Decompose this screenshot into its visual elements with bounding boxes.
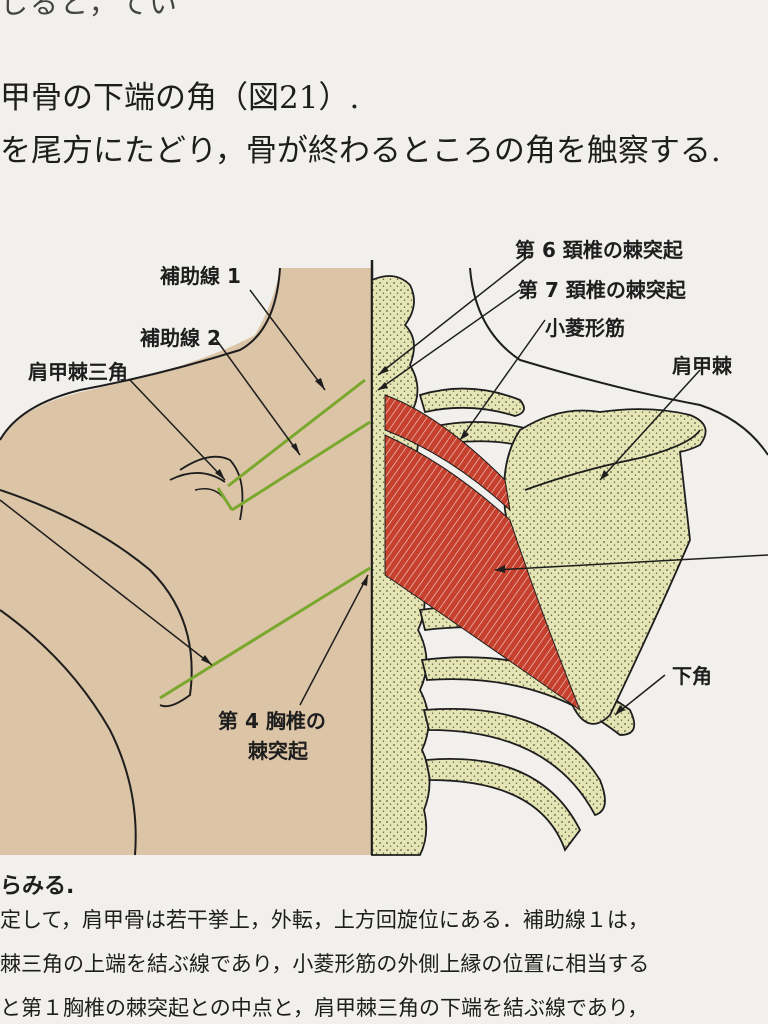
body-text-line-2: を尾方にたどり，骨が終わるところの角を触察する. [0, 133, 721, 169]
section-heading: らみる. [0, 874, 75, 899]
paragraph-line-2: 棘三角の上端を結ぶ線であり，小菱形筋の外側上縁の位置に相当する [0, 952, 650, 976]
cut-off-top-line: しると，てい [0, 0, 179, 20]
label-aux-line-2: 補助線 2 [140, 326, 221, 350]
label-aux-line-1: 補助線 1 [160, 264, 241, 288]
scapula-contour-skin [179, 455, 244, 521]
right-shoulder-outline [469, 267, 768, 456]
label-c7-spinous: 第 7 頚椎の棘突起 [518, 278, 686, 302]
paragraph-line-1: 定して，肩甲骨は若干挙上，外転，上方回旋位にある．補助線１は， [0, 908, 649, 932]
rhomboid-major-muscle [384, 434, 582, 712]
scapular-spine-bone [524, 429, 701, 491]
label-inferior-angle: 下角 [672, 664, 712, 688]
rhomboid-minor-muscle [384, 394, 511, 512]
label-scapular-spine: 肩甲棘 [672, 354, 732, 378]
scapula-spine-skin [169, 472, 226, 483]
label-spine-triangle: 肩甲棘三角 [28, 360, 128, 384]
label-t4-spinous-2: 棘突起 [248, 739, 308, 763]
anatomy-figure: 補助線 1 補助線 2 肩甲棘三角 第 6 頚椎の棘突起 第 7 頚椎の棘突起 … [0, 190, 768, 860]
paragraph-line-3: と第１胸椎の棘突起との中点と，肩甲棘三角の下端を結ぶ線であり， [0, 996, 649, 1020]
anatomy-illustration [0, 254, 768, 856]
aux-line-3 [159, 566, 371, 700]
left-torso-outline [0, 609, 137, 856]
label-t4-spinous-1: 第 4 胸椎の [218, 709, 326, 733]
auxiliary-lines [159, 378, 371, 700]
aux-line-2 [231, 420, 371, 512]
skin-back-silhouette [0, 268, 372, 855]
spine-triangle-left [216, 487, 234, 511]
label-rhomboid-minor: 小菱形筋 [545, 316, 625, 340]
left-shoulder-outline [0, 267, 281, 441]
leader-lines [0, 254, 768, 716]
arrow-heads [201, 366, 625, 715]
label-c6-spinous: 第 6 頚椎の棘突起 [515, 238, 683, 262]
left-armpit-outline [0, 489, 193, 708]
aux-line-1 [227, 378, 366, 488]
body-text-line-1: 甲骨の下端の角（図21）. [0, 80, 360, 116]
